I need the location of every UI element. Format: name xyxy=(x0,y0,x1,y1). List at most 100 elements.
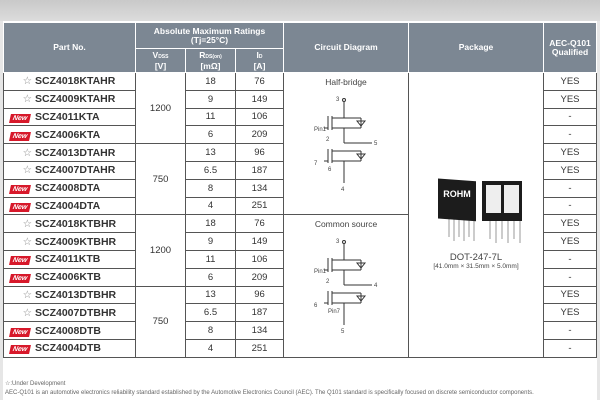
part-number: ☆SCZ4009KTAHR xyxy=(3,89,136,109)
pin-label: 3 xyxy=(336,239,340,245)
id-value: 134 xyxy=(234,178,285,198)
part-number: ☆SCZ4013DTAHR xyxy=(3,143,136,162)
id-value: 96 xyxy=(234,285,285,305)
aec-qualified: - xyxy=(543,267,598,287)
pin-label: 5 xyxy=(341,329,345,335)
aec-qualified: - xyxy=(543,338,598,358)
footnote-aec: AEC-Q101 is an automotive electronics re… xyxy=(5,390,534,396)
product-table-panel: Part No. Absolute Maximum Ratings(Tj=25°… xyxy=(3,21,598,400)
part-number: ☆SCZ4009KTBHR xyxy=(3,232,136,251)
rohm-logo: ROHM xyxy=(443,189,471,199)
id-value: 106 xyxy=(234,107,285,127)
rds-value: 8 xyxy=(185,321,236,340)
package-cell: ROHM DOT-247-7L[41.0mm × 31.5mm × 5.0mm] xyxy=(408,72,545,358)
aec-qualified: YES xyxy=(543,72,598,91)
star-icon: ☆ xyxy=(22,235,32,248)
rds-value: 9 xyxy=(185,232,236,251)
star-icon: ☆ xyxy=(22,306,32,319)
aec-qualified: - xyxy=(543,107,598,127)
pin-label: Pin7 xyxy=(328,309,341,315)
header-circuit: Circuit Diagram xyxy=(283,22,410,73)
header-rds: RDS(on)[mΩ] xyxy=(185,48,236,73)
header-abs-max: Absolute Maximum Ratings(Tj=25°C) xyxy=(134,22,285,49)
top-bar xyxy=(0,0,600,21)
id-value: 149 xyxy=(234,232,285,251)
id-value: 76 xyxy=(234,214,285,234)
star-icon: ☆ xyxy=(22,288,32,301)
aec-qualified: - xyxy=(543,125,598,145)
header-id: ID[A] xyxy=(234,48,285,73)
pin-label: 5 xyxy=(374,141,378,147)
footnote-star: ☆:Under Development xyxy=(5,381,66,387)
header-package: Package xyxy=(408,22,545,73)
circuit-label: Common source xyxy=(315,219,378,229)
pin-label: Pin1 xyxy=(314,127,327,133)
package-name: DOT-247-7L xyxy=(449,252,503,264)
aec-qualified: YES xyxy=(543,89,598,109)
rds-value: 13 xyxy=(185,143,236,162)
aec-qualified: - xyxy=(543,196,598,216)
part-number: ☆SCZ4018KTAHR xyxy=(3,72,136,91)
part-number: ☆SCZ4013DTBHR xyxy=(3,285,136,305)
rds-value: 6.5 xyxy=(185,303,236,323)
part-number: ☆SCZ4018KTBHR xyxy=(3,214,136,234)
id-value: 106 xyxy=(234,249,285,269)
pin-label: 6 xyxy=(314,303,318,309)
pin-label: 3 xyxy=(336,97,340,103)
vdss-value: 1200 xyxy=(135,71,186,145)
rds-value: 13 xyxy=(185,285,236,305)
star-icon: ☆ xyxy=(22,146,32,159)
rds-value: 18 xyxy=(185,214,236,234)
aec-qualified: YES xyxy=(543,232,598,251)
part-number: ☆SCZ4007DTBHR xyxy=(3,303,136,323)
pin-label: 4 xyxy=(341,187,345,193)
circuit-label: Half-bridge xyxy=(325,77,367,87)
pin-label: 7 xyxy=(314,161,318,167)
product-table: Part No. Absolute Maximum Ratings(Tj=25°… xyxy=(3,22,598,358)
package-dims: [41.0mm × 31.5mm × 5.0mm] xyxy=(433,263,519,271)
pin-label: 2 xyxy=(326,137,330,143)
id-value: 187 xyxy=(234,303,285,323)
id-value: 76 xyxy=(234,72,285,91)
rds-value: 11 xyxy=(185,249,236,269)
new-badge: New xyxy=(9,256,31,266)
vdss-value: 1200 xyxy=(135,214,186,287)
id-value: 251 xyxy=(234,196,285,216)
star-icon: ☆ xyxy=(22,75,32,88)
header-part-no: Part No. xyxy=(3,22,136,73)
rds-value: 11 xyxy=(185,107,236,127)
rds-value: 6 xyxy=(185,267,236,287)
pin-label: 2 xyxy=(326,279,330,285)
id-value: 251 xyxy=(234,338,285,358)
new-badge: New xyxy=(9,131,31,141)
header-vdss: VDSS[V] xyxy=(135,48,186,73)
new-badge: New xyxy=(9,185,31,195)
rds-value: 4 xyxy=(185,196,236,216)
aec-qualified: - xyxy=(543,178,598,198)
star-icon: ☆ xyxy=(22,93,32,106)
id-value: 209 xyxy=(234,267,285,287)
id-value: 187 xyxy=(234,160,285,180)
part-number: ☆SCZ4007DTAHR xyxy=(3,160,136,180)
rds-value: 9 xyxy=(185,89,236,109)
aec-qualified: YES xyxy=(543,285,598,305)
aec-qualified: - xyxy=(543,249,598,269)
new-badge: New xyxy=(9,202,31,212)
pin-label: 4 xyxy=(374,283,378,289)
new-badge: New xyxy=(9,345,31,355)
new-badge: New xyxy=(9,113,31,123)
